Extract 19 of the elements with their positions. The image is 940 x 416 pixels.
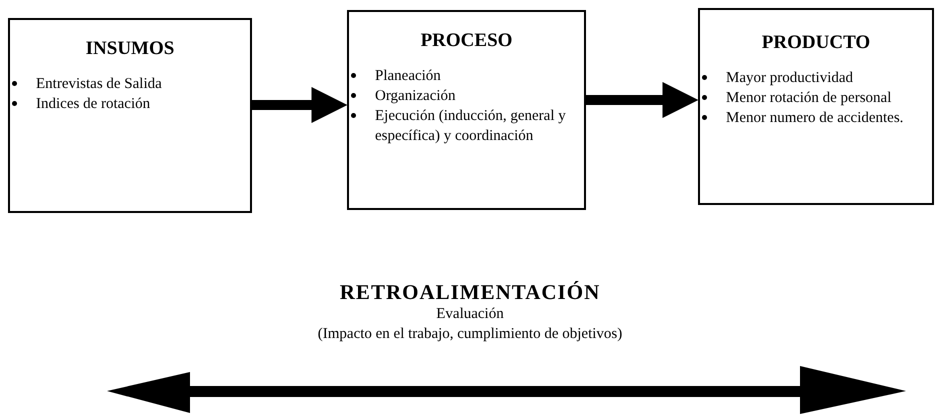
process-box: [347, 10, 586, 210]
arrow: [252, 87, 348, 123]
bullet-item: Menor rotación de personal: [726, 88, 932, 108]
bullet-item: Ejecución (inducción, general y específica) y coordinación: [375, 106, 584, 146]
note-text: Evaluación: [436, 306, 504, 323]
arrow: [586, 82, 698, 118]
bullet-item: Mayor productividad: [726, 68, 932, 88]
bullet-item: Organización: [375, 86, 584, 106]
box-heading: PROCESO: [420, 30, 512, 52]
bullet-item: Indices de rotación: [36, 94, 250, 114]
note-text: (Impacto en el trabajo, cumplimiento de objetivos): [318, 326, 622, 343]
section-heading: RETROALIMENTACIÓN: [340, 280, 600, 305]
bullet-item: Entrevistas de Salida: [36, 74, 250, 94]
process-box: [8, 18, 252, 213]
box-heading: PRODUCTO: [762, 32, 870, 54]
box-heading: INSUMOS: [86, 38, 174, 60]
bullet-item: Planeación: [375, 66, 584, 86]
process-box: [698, 8, 934, 205]
bullet-item: Menor numero de accidentes.: [726, 108, 932, 128]
